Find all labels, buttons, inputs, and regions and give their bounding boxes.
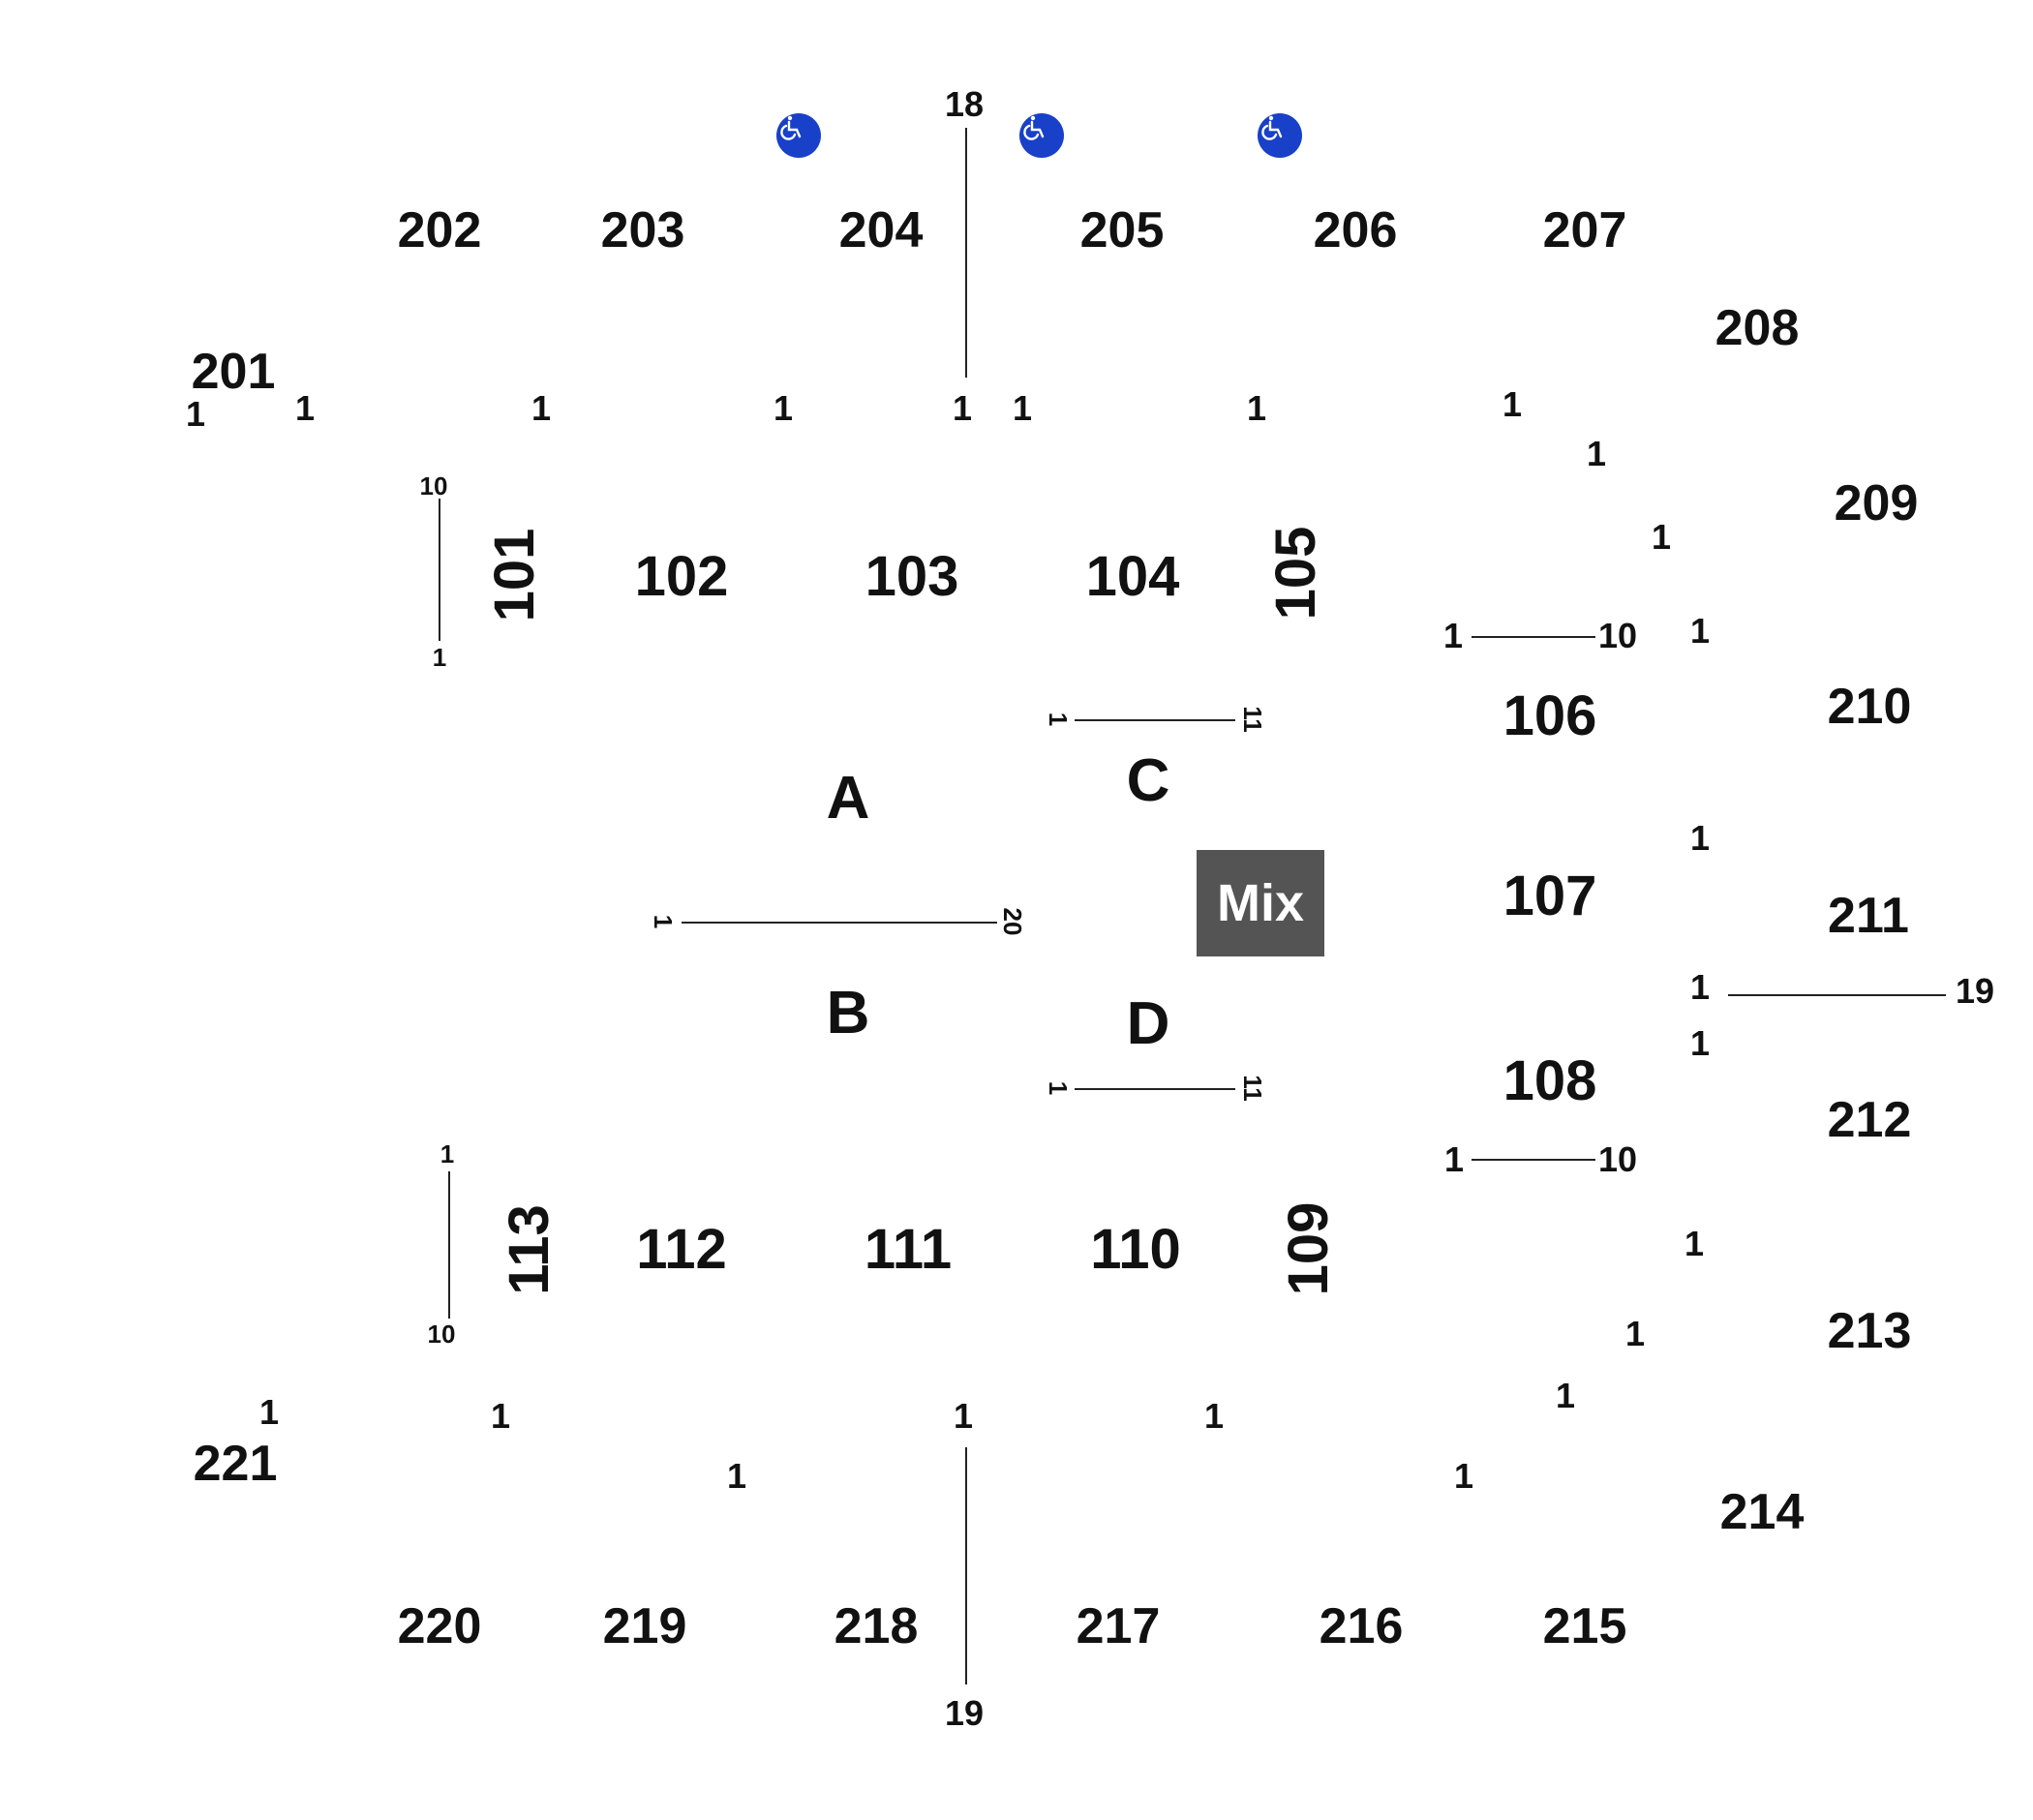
row-label: 1 <box>953 1396 974 1436</box>
row-label-ab-start: 1 <box>649 914 678 929</box>
section-219[interactable]: 219 <box>602 1598 687 1654</box>
row-label-top-aisle-18: 18 <box>944 84 985 124</box>
section-113[interactable]: 113 <box>498 1204 561 1295</box>
section-221[interactable]: 221 <box>193 1436 278 1492</box>
section-214[interactable]: 214 <box>1719 1484 1805 1540</box>
section-204[interactable]: 204 <box>838 202 924 258</box>
section-202[interactable]: 202 <box>397 202 482 258</box>
section-211[interactable]: 211 <box>1828 888 1909 944</box>
row-label-bottom-aisle-19: 19 <box>944 1693 985 1733</box>
section-215[interactable]: 215 <box>1542 1598 1627 1654</box>
section-103[interactable]: 103 <box>865 545 959 608</box>
row-label-113-bottom: 10 <box>427 1320 456 1349</box>
section-104[interactable]: 104 <box>1085 545 1180 608</box>
section-101[interactable]: 101 <box>483 528 546 622</box>
row-label: 1 <box>531 388 552 428</box>
row-label: 1 <box>1689 1023 1711 1063</box>
row-label: 1 <box>773 388 794 428</box>
row-label: 1 <box>1586 434 1607 473</box>
section-105[interactable]: 105 <box>1264 526 1327 621</box>
section-208[interactable]: 208 <box>1714 300 1800 356</box>
section-201[interactable]: 201 <box>191 344 276 400</box>
row-label-106-start: 1 <box>1442 616 1464 655</box>
floor-section-d[interactable]: D <box>1126 990 1170 1057</box>
row-label-106-end: 10 <box>1597 616 1638 655</box>
section-110[interactable]: 110 <box>1090 1218 1181 1281</box>
row-label: 1 <box>1246 388 1267 428</box>
row-label: 1 <box>1651 517 1672 557</box>
floor-section-a[interactable]: A <box>826 765 870 832</box>
row-label: 1 <box>490 1396 511 1436</box>
row-label-d-end: 11 <box>1238 1075 1267 1102</box>
row-label: 1 <box>294 388 316 428</box>
section-210[interactable]: 210 <box>1827 679 1912 735</box>
row-label-ab-end: 20 <box>998 907 1027 936</box>
wheelchair-icon[interactable] <box>1258 113 1302 158</box>
row-label: 1 <box>1689 818 1711 858</box>
wheelchair-icon[interactable] <box>1019 113 1064 158</box>
section-212[interactable]: 212 <box>1827 1092 1912 1148</box>
row-label: 1 <box>1012 388 1033 428</box>
row-label: 1 <box>185 394 206 434</box>
section-216[interactable]: 216 <box>1319 1598 1404 1654</box>
section-112[interactable]: 112 <box>636 1218 727 1281</box>
row-label: 1 <box>952 388 973 428</box>
wheelchair-glyph <box>1023 115 1045 140</box>
row-label-108-start: 1 <box>1443 1139 1465 1179</box>
section-203[interactable]: 203 <box>600 202 685 258</box>
wheelchair-icon[interactable] <box>776 113 821 158</box>
mix-position: Mix <box>1197 850 1324 956</box>
wheelchair-glyph <box>1261 115 1283 140</box>
section-217[interactable]: 217 <box>1076 1598 1161 1654</box>
section-209[interactable]: 209 <box>1834 475 1919 531</box>
row-label: 19 <box>1955 971 1995 1011</box>
row-label: 1 <box>1502 384 1523 424</box>
section-109[interactable]: 109 <box>1277 1201 1340 1296</box>
section-111[interactable]: 111 <box>864 1218 953 1281</box>
row-label-c-end: 11 <box>1238 706 1267 733</box>
row-label: 1 <box>726 1456 747 1496</box>
row-label: 1 <box>1689 611 1711 651</box>
section-205[interactable]: 205 <box>1079 202 1165 258</box>
row-label: 1 <box>258 1392 280 1432</box>
row-label: 1 <box>1555 1376 1576 1415</box>
row-label-108-end: 10 <box>1597 1139 1638 1179</box>
section-108[interactable]: 108 <box>1502 1049 1597 1112</box>
wheelchair-glyph <box>780 115 802 140</box>
section-106[interactable]: 106 <box>1502 684 1597 747</box>
section-213[interactable]: 213 <box>1827 1303 1912 1359</box>
row-label-101-bottom: 1 <box>432 643 447 672</box>
row-label: 1 <box>1684 1224 1705 1263</box>
row-label-113-top: 1 <box>440 1139 455 1168</box>
row-label: 1 <box>1203 1396 1225 1436</box>
section-102[interactable]: 102 <box>634 545 729 608</box>
section-207[interactable]: 207 <box>1542 202 1627 258</box>
row-label-d-start: 1 <box>1044 1080 1073 1096</box>
floor-section-c[interactable]: C <box>1126 747 1170 814</box>
row-label: 1 <box>1453 1456 1474 1496</box>
row-label: 1 <box>1689 967 1711 1007</box>
row-label: 1 <box>1624 1314 1646 1353</box>
floor-section-b[interactable]: B <box>826 980 870 1046</box>
section-218[interactable]: 218 <box>834 1598 919 1654</box>
section-107[interactable]: 107 <box>1502 864 1597 927</box>
row-label-101-top: 10 <box>419 471 448 500</box>
row-label-c-start: 1 <box>1044 712 1073 727</box>
mix-label: Mix <box>1216 874 1305 932</box>
section-220[interactable]: 220 <box>397 1598 482 1654</box>
section-206[interactable]: 206 <box>1313 202 1398 258</box>
